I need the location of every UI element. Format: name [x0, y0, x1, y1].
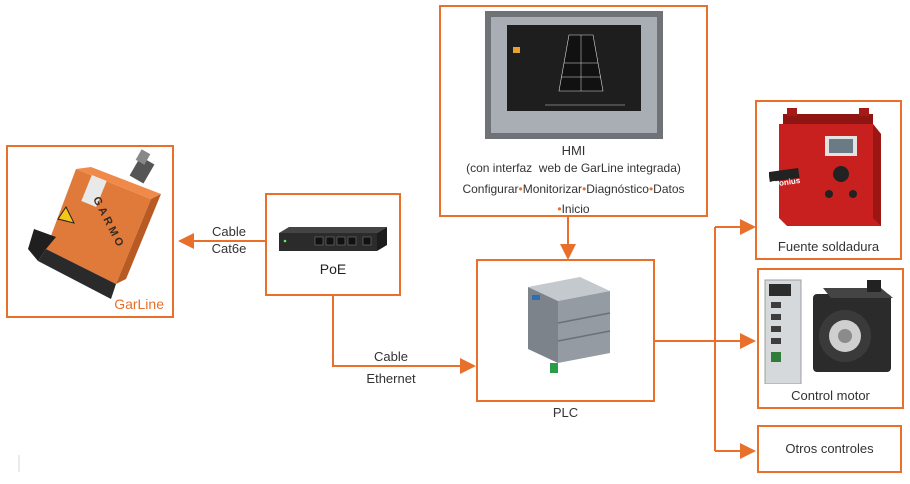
poe-label: PoE	[319, 261, 347, 277]
feature-separator: •	[648, 182, 654, 196]
cable-ethernet-label: Cable Ethernet	[356, 346, 426, 390]
hmi-title: HMI	[561, 143, 586, 158]
cable-ethernet-line1: Cable	[374, 349, 408, 364]
motor-box: Control motor	[757, 268, 904, 409]
cable-cat6e-line2: Cat6e	[211, 241, 247, 256]
feature-datos: Datos	[653, 182, 685, 196]
servo-motor-icon	[764, 279, 893, 384]
cable-cat6e-line1: Cable	[212, 224, 246, 239]
poe-to-plc-arrow	[332, 296, 476, 374]
cable-cat6e-label: Cable Cat6e	[200, 223, 258, 257]
hmi-features: Configurar•Monitorizar•Diagnóstico•Datos…	[445, 179, 702, 219]
feature-separator: •	[557, 202, 562, 216]
plc-controller-icon	[528, 277, 611, 373]
others-box: Otros controles	[757, 425, 902, 473]
feature-configurar: Configurar	[462, 182, 519, 196]
laser-sensor-icon	[28, 149, 161, 299]
motor-label: Control motor	[791, 388, 870, 403]
poe-box: PoE	[265, 193, 401, 296]
garline-label: GarLine	[114, 296, 164, 312]
welder-label: Fuente soldadura	[777, 239, 880, 254]
others-label: Otros controles	[785, 441, 874, 456]
hmi-box: HMI (con interfaz web de GarLine integra…	[439, 5, 708, 217]
welder-box: Fronius Fuente soldadura	[755, 100, 902, 260]
network-switch-icon	[279, 227, 387, 251]
plc-label: PLC	[552, 405, 579, 420]
plc-box: PLC	[476, 259, 655, 420]
feature-diagnostico: Diagnóstico	[586, 182, 649, 196]
feature-monitorizar: Monitorizar	[522, 182, 583, 196]
garline-box: GARMO GarLine	[6, 145, 174, 318]
feature-separator: •	[518, 182, 523, 196]
feature-separator: •	[582, 182, 587, 196]
welding-source-icon	[769, 108, 881, 226]
touch-panel-icon	[485, 11, 663, 139]
feature-inicio: Inicio	[561, 202, 590, 216]
cable-ethernet-line2: Ethernet	[366, 371, 416, 386]
hmi-subtitle: (con interfaz web de GarLine integrada)	[466, 161, 681, 175]
